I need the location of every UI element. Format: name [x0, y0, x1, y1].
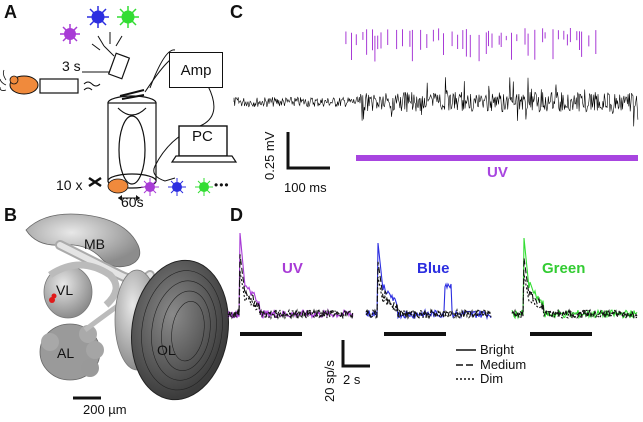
psth-line: [227, 254, 354, 320]
region-label-ol: OL: [157, 342, 176, 358]
psth-title-uv: UV: [282, 260, 303, 277]
stim-bar-green: [530, 332, 592, 336]
psth-title-blue: Blue: [417, 260, 450, 277]
moth-icon-left: [0, 69, 39, 95]
scale-bar-d: [341, 340, 370, 368]
voltage-trace-line: [233, 77, 639, 127]
repeat-label: 10 x: [56, 177, 83, 193]
legend-bright: Bright: [480, 342, 514, 357]
psth-traces: [227, 232, 638, 321]
legend-dim: Dim: [480, 371, 504, 386]
psth-line: [511, 273, 638, 320]
scale-time-label-c: 100 ms: [284, 180, 327, 195]
panel-b-letter: B: [4, 205, 17, 225]
panel-d-letter: D: [230, 205, 243, 225]
psth-line: [511, 237, 638, 320]
psth-legend: [456, 349, 476, 380]
recording-chamber-icon: [107, 89, 157, 189]
antennal-lobe: [39, 323, 104, 381]
uv-stimulus-bar: [356, 155, 638, 161]
legend-medium: Medium: [480, 357, 527, 372]
region-label-vl: VL: [56, 282, 74, 298]
stim-duration-label: 3 s: [62, 58, 81, 74]
sequence-ellipsis: •••: [214, 178, 230, 192]
voltage-trace: [233, 77, 639, 127]
uv-stimulus-label: UV: [487, 164, 508, 181]
region-label-al: AL: [57, 345, 75, 361]
scale-rate-label: 20 sp/s: [322, 360, 337, 402]
stim-bar-blue: [384, 332, 446, 336]
light-source-icon: [103, 45, 131, 80]
psth-line: [227, 271, 354, 320]
scale-time-label-d: 2 s: [343, 372, 361, 387]
uv-light-icon: [60, 24, 80, 44]
psth-line: [365, 242, 492, 321]
stim-sequence: [88, 176, 213, 201]
optic-lobe: [130, 259, 230, 401]
scale-bar-b-label: 200 µm: [83, 402, 127, 417]
scale-bar-c: [286, 132, 330, 170]
panel-c-letter: C: [230, 2, 243, 22]
region-label-mb: MB: [84, 236, 105, 252]
interval-label: 60s: [121, 194, 144, 210]
amp-box: Amp: [169, 52, 223, 88]
stim-bar-uv: [240, 332, 302, 336]
psth-title-green: Green: [542, 260, 586, 277]
psth-line: [365, 261, 492, 320]
green-light-icon: [117, 6, 139, 28]
panel-a-letter: A: [4, 2, 17, 22]
psth-line: [227, 232, 354, 319]
spike-raster: [345, 28, 597, 62]
pc-icon: [170, 125, 238, 163]
psth-line: [511, 257, 638, 320]
vertical-lobe: [43, 261, 120, 319]
odor-cartridge: [39, 78, 79, 94]
blue-light-icon: [87, 6, 109, 28]
psth-line: [365, 276, 492, 320]
pc-label: PC: [192, 128, 213, 145]
